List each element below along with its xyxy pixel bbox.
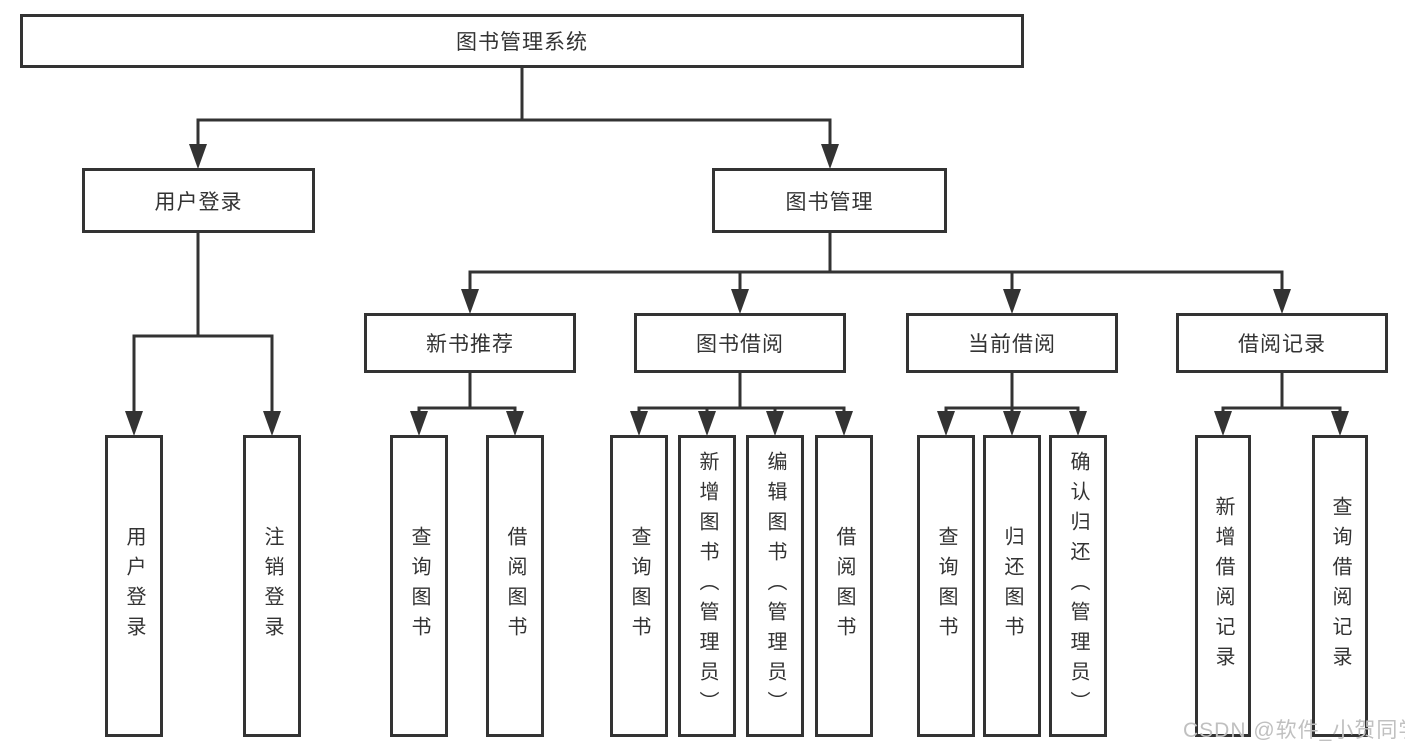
node-root-label: 图书管理系统 xyxy=(456,31,588,54)
leaf-add-borrow-record: 新增借阅记录 xyxy=(1195,435,1251,737)
node-new-book-recommendation-label: 新书推荐 xyxy=(426,333,514,356)
leaf-edit-books-admin-label: 编辑图书（管理员） xyxy=(764,451,786,721)
node-current-borrowing-label: 当前借阅 xyxy=(968,333,1056,356)
node-book-management-label: 图书管理 xyxy=(785,190,874,214)
leaf-edit-books-admin: 编辑图书（管理员） xyxy=(746,435,804,737)
csdn-watermark: CSDN @软件_小贺同学 xyxy=(1183,719,1405,742)
leaf-logout-label: 注销登录 xyxy=(261,526,283,646)
node-book-borrowing: 图书借阅 xyxy=(634,313,846,373)
leaf-query-books-recommend-label: 查询图书 xyxy=(408,526,430,646)
node-root: 图书管理系统 xyxy=(20,14,1024,68)
leaf-user-login: 用户登录 xyxy=(105,435,163,737)
leaf-query-books-current-label: 查询图书 xyxy=(935,526,957,646)
node-book-management: 图书管理 xyxy=(712,168,947,233)
leaf-borrow-books-recommend-label: 借阅图书 xyxy=(504,526,526,646)
leaf-borrow-books-label: 借阅图书 xyxy=(833,526,855,646)
node-book-borrowing-label: 图书借阅 xyxy=(696,333,784,356)
node-current-borrowing: 当前借阅 xyxy=(906,313,1118,373)
leaf-return-books-label: 归还图书 xyxy=(1001,526,1023,646)
leaf-query-borrow-record: 查询借阅记录 xyxy=(1312,435,1368,737)
leaf-return-books: 归还图书 xyxy=(983,435,1041,737)
node-user-login-group: 用户登录 xyxy=(82,168,315,233)
leaf-query-books-borrow: 查询图书 xyxy=(610,435,668,737)
node-user-login-group-label: 用户登录 xyxy=(154,190,243,214)
leaf-add-books-admin-label: 新增图书（管理员） xyxy=(696,451,718,721)
leaf-confirm-return-admin-label: 确认归还（管理员） xyxy=(1067,451,1089,721)
leaf-borrow-books: 借阅图书 xyxy=(815,435,873,737)
leaf-logout: 注销登录 xyxy=(243,435,301,737)
leaf-borrow-books-recommend: 借阅图书 xyxy=(486,435,544,737)
leaf-add-borrow-record-label: 新增借阅记录 xyxy=(1212,496,1234,676)
leaf-confirm-return-admin: 确认归还（管理员） xyxy=(1049,435,1107,737)
node-new-book-recommendation: 新书推荐 xyxy=(364,313,576,373)
leaf-query-books-current: 查询图书 xyxy=(917,435,975,737)
leaf-add-books-admin: 新增图书（管理员） xyxy=(678,435,736,737)
leaf-user-login-label: 用户登录 xyxy=(123,526,145,646)
node-borrowing-records-label: 借阅记录 xyxy=(1238,333,1326,356)
arrowheads xyxy=(125,144,1349,436)
node-borrowing-records: 借阅记录 xyxy=(1176,313,1388,373)
leaf-query-borrow-record-label: 查询借阅记录 xyxy=(1329,496,1351,676)
leaf-query-books-recommend: 查询图书 xyxy=(390,435,448,737)
leaf-query-books-borrow-label: 查询图书 xyxy=(628,526,650,646)
